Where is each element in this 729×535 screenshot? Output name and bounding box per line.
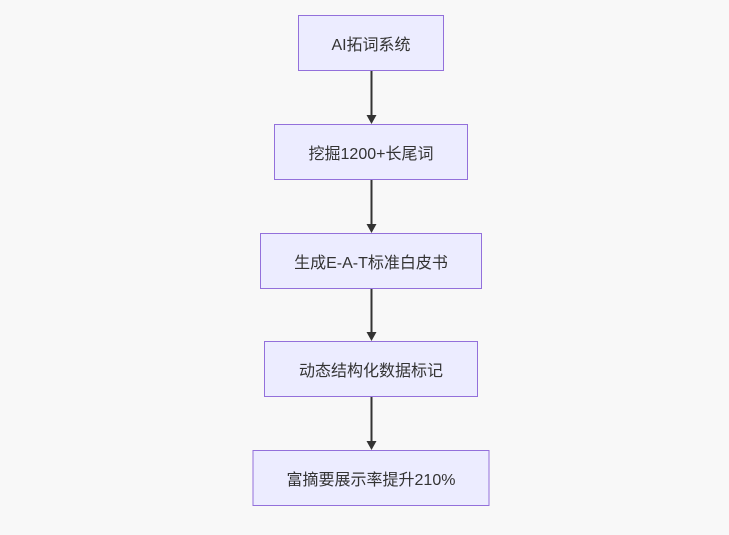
flow-node-3-label: 生成E-A-T标准白皮书 [294,255,448,272]
arrowhead-down-icon [366,441,376,450]
flow-arrow-1 [366,71,377,124]
flow-node-3: 生成E-A-T标准白皮书 [260,233,482,289]
arrow-shaft [370,71,372,115]
flow-node-2-label: 挖掘1200+长尾词 [308,146,434,163]
flow-node-1: AI拓词系统 [298,15,444,71]
flow-arrow-2 [366,180,377,233]
arrow-shaft [370,397,372,441]
flow-node-4-label: 动态结构化数据标记 [298,363,443,380]
arrow-shaft [370,180,372,224]
arrowhead-down-icon [366,332,376,341]
flow-node-1-label: AI拓词系统 [331,37,411,54]
flow-arrow-3 [366,289,377,341]
flow-node-5-label: 富摘要展示率提升210% [286,472,456,489]
flow-node-2: 挖掘1200+长尾词 [274,124,468,180]
flow-node-4: 动态结构化数据标记 [264,341,478,397]
arrowhead-down-icon [366,224,376,233]
flow-arrow-4 [366,397,377,450]
arrowhead-down-icon [366,115,376,124]
arrow-shaft [370,289,372,332]
flow-node-5: 富摘要展示率提升210% [252,450,490,506]
